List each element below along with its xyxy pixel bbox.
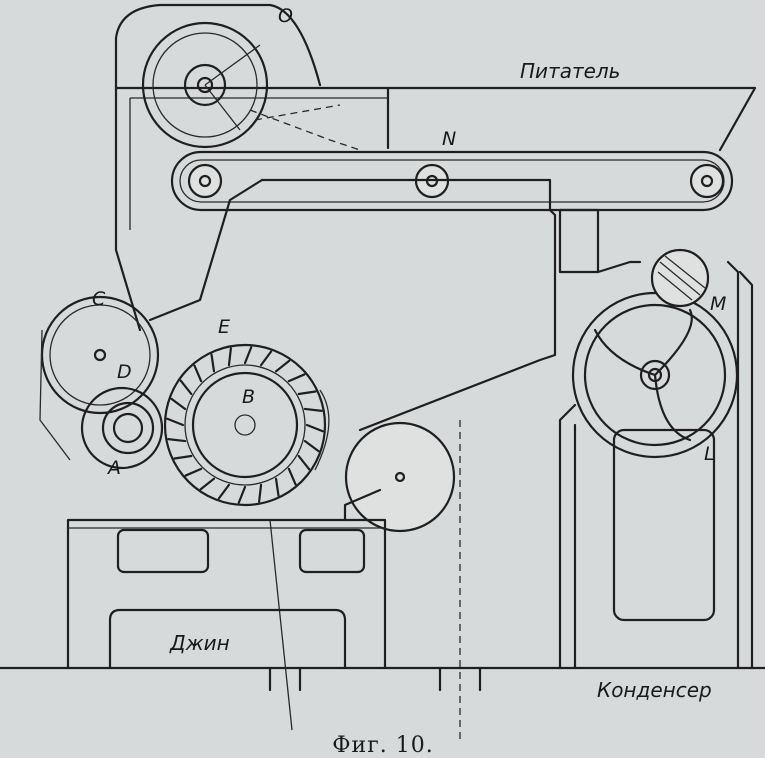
feeder-housing (114, 3, 757, 332)
conveyor-chain-n (170, 150, 734, 212)
main-casing (148, 178, 600, 432)
label-feeder: Питатель (520, 59, 620, 83)
condenser-wheel (571, 248, 739, 459)
saw-tooth (237, 485, 247, 504)
saw-tooth (287, 467, 297, 486)
saw-tooth (167, 438, 187, 443)
saw-tooth (303, 407, 323, 412)
saw-tooth (173, 454, 193, 460)
label-a: A (106, 457, 121, 479)
label-n: N (442, 128, 456, 150)
label-m: M (710, 293, 726, 315)
saw-tooth (227, 347, 232, 367)
saw-tooth (243, 346, 253, 365)
saw-tooth (297, 390, 317, 396)
label-o: O (278, 5, 293, 27)
pulley-wheel (344, 421, 456, 533)
label-d: D (117, 361, 132, 383)
condenser-frame (558, 260, 754, 670)
roller-a (80, 386, 164, 470)
label-l: L (704, 443, 715, 465)
saw-tooth (274, 359, 291, 373)
saw-tooth (305, 423, 324, 433)
spiked-roller-o (141, 21, 361, 151)
saw-tooth (179, 379, 193, 396)
saw-tooth (193, 364, 203, 383)
center-line-2 (269, 519, 293, 731)
saw-tooth (297, 454, 311, 471)
saw-tooth (199, 477, 216, 491)
gin-base (66, 488, 482, 692)
saw-tooth (287, 373, 306, 383)
saw-tooth (166, 417, 185, 427)
saw-tooth (303, 439, 320, 453)
saw-drum-b (163, 343, 330, 507)
label-e: E (218, 316, 230, 338)
saw-tooth (259, 350, 273, 367)
label-c: C (92, 288, 106, 310)
saw-tooth (210, 353, 216, 373)
label-b: B (242, 386, 255, 408)
label-condenser: Конденсер (597, 678, 712, 702)
figure-caption: Фиг. 10. (332, 733, 433, 758)
saw-tooth (217, 483, 231, 500)
saw-tooth (258, 483, 263, 503)
saw-tooth (184, 467, 203, 477)
roller-c (39, 295, 160, 461)
saw-tooth (274, 477, 280, 497)
label-gin: Джин (169, 631, 230, 655)
saw-tooth (170, 397, 187, 411)
